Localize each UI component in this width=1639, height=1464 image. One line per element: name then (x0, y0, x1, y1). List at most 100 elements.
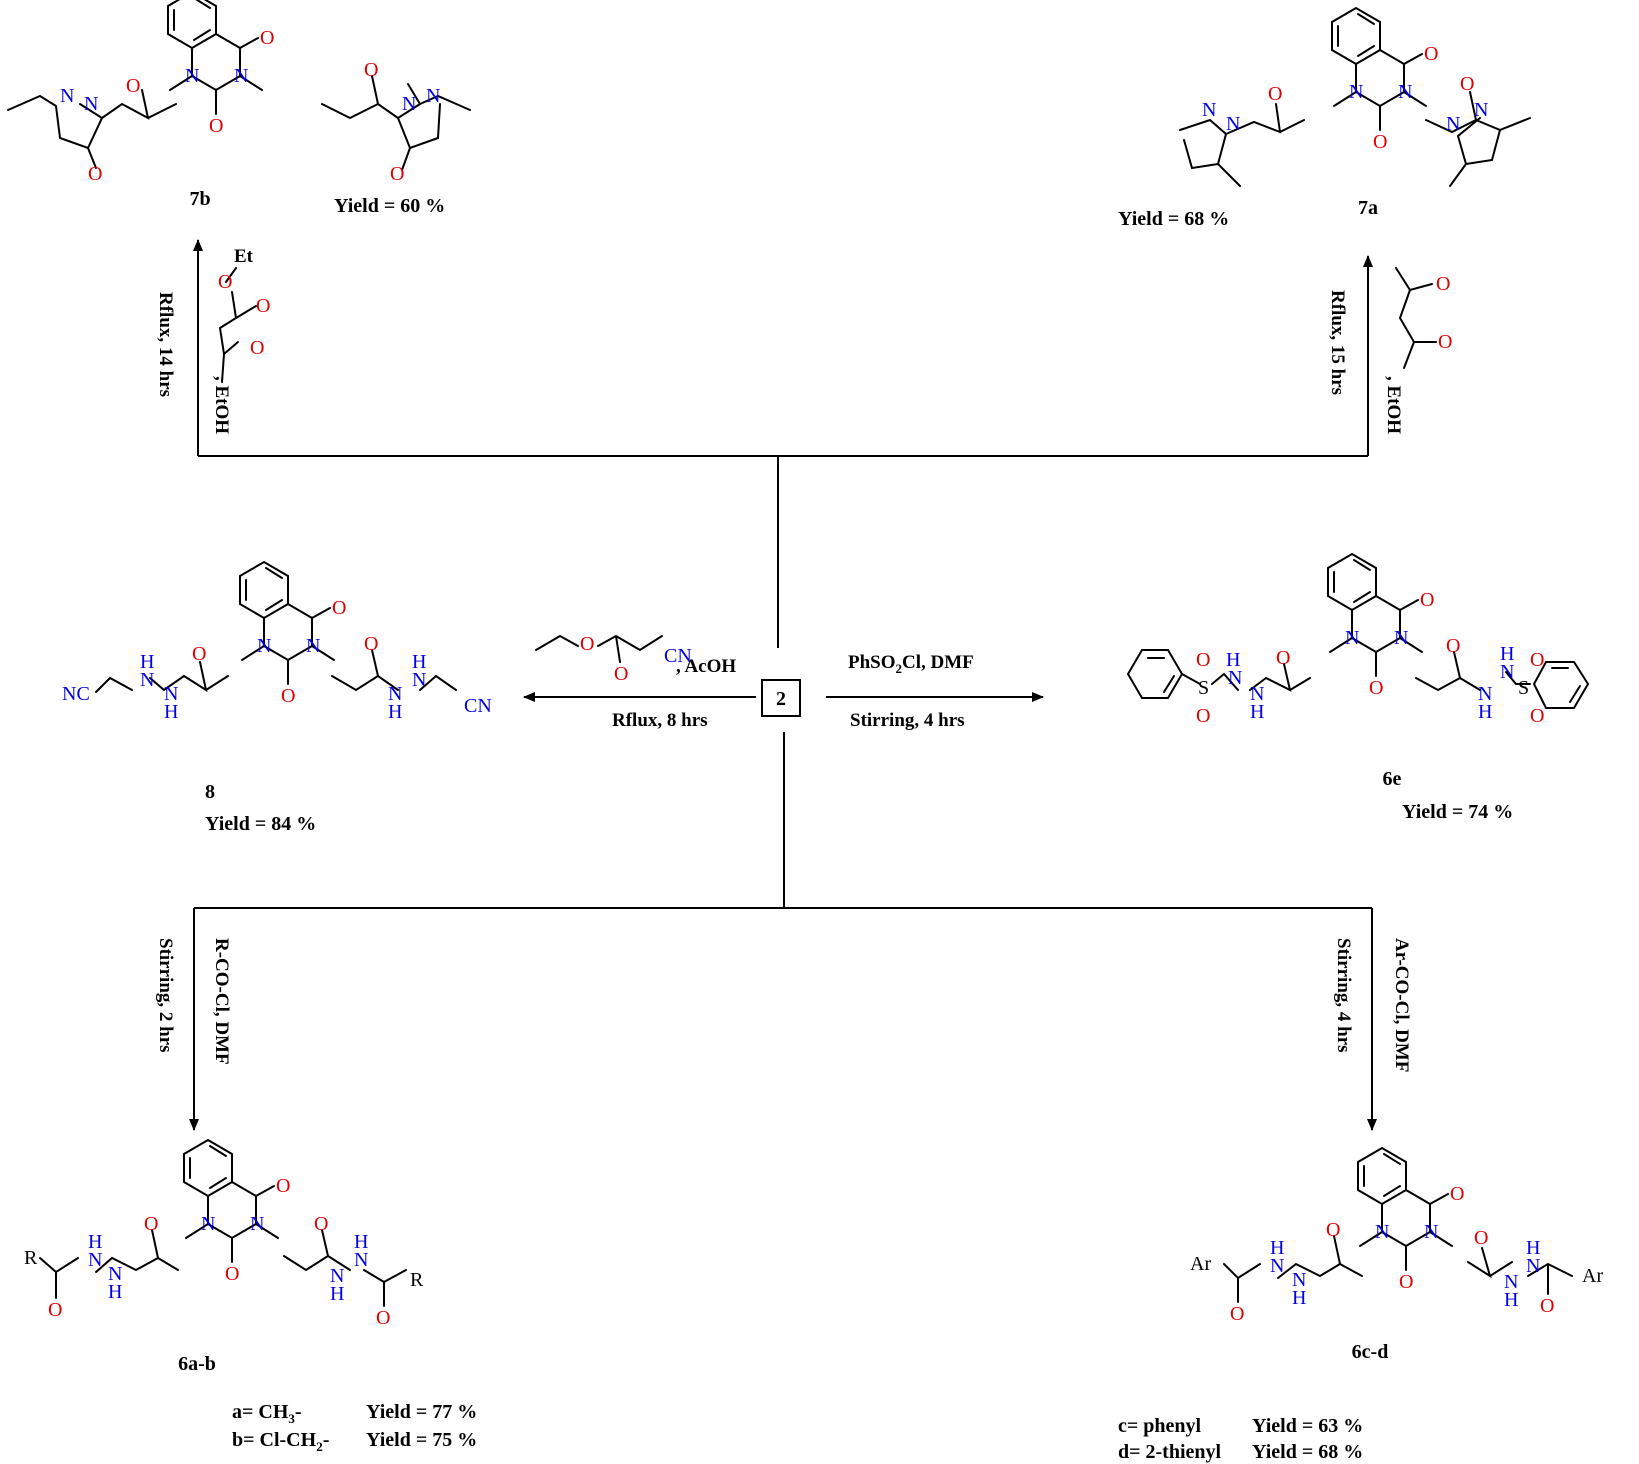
benzene-ring (1357, 1146, 1407, 1206)
core-N1: N (201, 1213, 215, 1235)
core-N3: N (250, 1213, 264, 1235)
atom-N-12: N (1446, 113, 1460, 135)
reagent-et: Et (234, 246, 254, 267)
benzene-double-bonds (173, 0, 211, 41)
core-carbonyl-O-top: O (1420, 589, 1434, 611)
compound-8-yield: Yield = 84 % (205, 813, 316, 835)
atom-H-26: H (1226, 649, 1240, 671)
core-substituent-bonds (241, 607, 335, 685)
atom-N-1: N (60, 85, 74, 107)
compound-6e-label: 6e (1383, 768, 1402, 790)
compound-6a-b: R-CO-Cl, DMF Stirring, 2 hrs 6a-b R R a=… (24, 938, 477, 1454)
cyanoacetate-bonds (535, 634, 663, 663)
atom-O-55: O (1326, 1219, 1340, 1241)
reagent-acoh: , AcOH (676, 656, 736, 677)
atom-N-20: N (388, 683, 402, 705)
core-carbonyl-O-bottom: O (225, 1263, 239, 1285)
conditions-7b-line1: Rflux, 14 hrs (155, 292, 176, 397)
atom-N-51: N (1270, 1255, 1284, 1277)
core-carbonyl-O-top: O (332, 597, 346, 619)
nitrile-right: CN (464, 695, 492, 717)
benzene-ring (1327, 552, 1377, 612)
atom-O-29: O (1196, 649, 1210, 671)
conditions-6ab-line2: Stirring, 2 hrs (155, 938, 176, 1053)
phenyl-right (1532, 661, 1590, 709)
atom-O-37: O (1530, 705, 1544, 727)
pyrimidine-ring (263, 603, 313, 662)
core-carbonyl-O-bottom: O (1399, 1271, 1413, 1293)
cyanoacetate-ester-O: O (580, 633, 594, 655)
benzene-ring (183, 1138, 233, 1198)
core-N3: N (1394, 627, 1408, 649)
atom-O-4: O (364, 59, 378, 81)
compound-2-box (761, 679, 801, 717)
atom-O-43: O (144, 1213, 158, 1235)
substituent-c-yield: Yield = 63 % (1252, 1415, 1363, 1437)
atom-O-50: O (1230, 1303, 1244, 1325)
core-carbonyl-O-bottom: O (281, 685, 295, 707)
core-substituent-bonds (185, 1185, 279, 1263)
core-N1: N (185, 65, 199, 87)
conditions-8-below: Rflux, 8 hrs (612, 710, 708, 731)
benzene-double-bonds (189, 1145, 227, 1189)
atom-N-32: N (1478, 683, 1492, 705)
compound-6e: PhSO2Cl, DMF Stirring, 4 hrs 6e Yield = … (848, 649, 1590, 823)
atom-H-16: H (140, 651, 154, 673)
atom-N-22: N (412, 669, 426, 691)
core-N3: N (1398, 81, 1412, 103)
nitrile-left: NC (62, 683, 90, 705)
aroyl-hydrazide-right (1467, 1247, 1573, 1295)
atom-N-59: N (1526, 1255, 1540, 1277)
sulfur-right: S (1518, 677, 1529, 699)
compound-6a-b-label: 6a-b (178, 1353, 216, 1375)
atom-H-52: H (1270, 1237, 1284, 1259)
atom-N-13: N (1474, 99, 1488, 121)
core-N3: N (234, 65, 248, 87)
conditions-6cd-line1: Ar-CO-Cl, DMF (1391, 938, 1412, 1072)
atom-O-19: O (364, 633, 378, 655)
core-N3: N (306, 635, 320, 657)
pyrimidine-ring (207, 1181, 257, 1240)
pyrazolone-right-carbonyl (401, 147, 411, 171)
atom-H-23: H (412, 651, 426, 673)
top-conditions: Rflux, 14 hrs , EtOH Rflux, 15 hrs , EtO… (155, 246, 1452, 434)
atom-O-0: O (126, 75, 140, 97)
acyl-hydrazide-left (39, 1229, 179, 1299)
pyrimidine-ring (1355, 49, 1405, 108)
group-Ar-left: Ar (1190, 1253, 1211, 1275)
compound-7a-label: 7a (1358, 197, 1378, 219)
atom-N-6: N (426, 85, 440, 107)
pyrimidine-ring (1351, 595, 1401, 654)
atom-N-15: N (140, 669, 154, 691)
group-R-right: R (410, 1269, 424, 1291)
atom-N-34: N (1500, 661, 1514, 683)
core-carbonyl-O-top: O (1424, 43, 1438, 65)
atom-N-10: N (1226, 113, 1240, 135)
atom-O-44: O (314, 1213, 328, 1235)
compound-6c-d: Ar-CO-Cl, DMF Stirring, 4 hrs 6c-d Ar Ar… (1118, 938, 1603, 1463)
sulfur-left: S (1198, 677, 1209, 699)
hydrazide-right-bonds (331, 649, 457, 692)
atom-O-3: O (88, 163, 102, 185)
conditions-7b-line2: , EtOH (211, 376, 232, 434)
group-Ar-right: Ar (1582, 1265, 1603, 1287)
conditions-6e-below: Stirring, 4 hrs (850, 710, 965, 731)
compound-7b: 7b Yield = 60 % (7, 75, 471, 217)
hydrazide-left-bonds (95, 661, 229, 693)
reaction-arrows (189, 239, 1377, 1131)
atom-N-25: N (1228, 667, 1242, 689)
atom-H-48: H (354, 1231, 368, 1253)
atom-H-28: H (1250, 701, 1264, 723)
conditions-6e-above: PhSO2Cl, DMF (848, 652, 974, 676)
core-substituent-bonds (1329, 599, 1423, 677)
atom-O-36: O (1530, 649, 1544, 671)
atom-O-31: O (1446, 635, 1460, 657)
compound-2: 2 (761, 679, 801, 717)
atom-H-42: H (108, 1281, 122, 1303)
